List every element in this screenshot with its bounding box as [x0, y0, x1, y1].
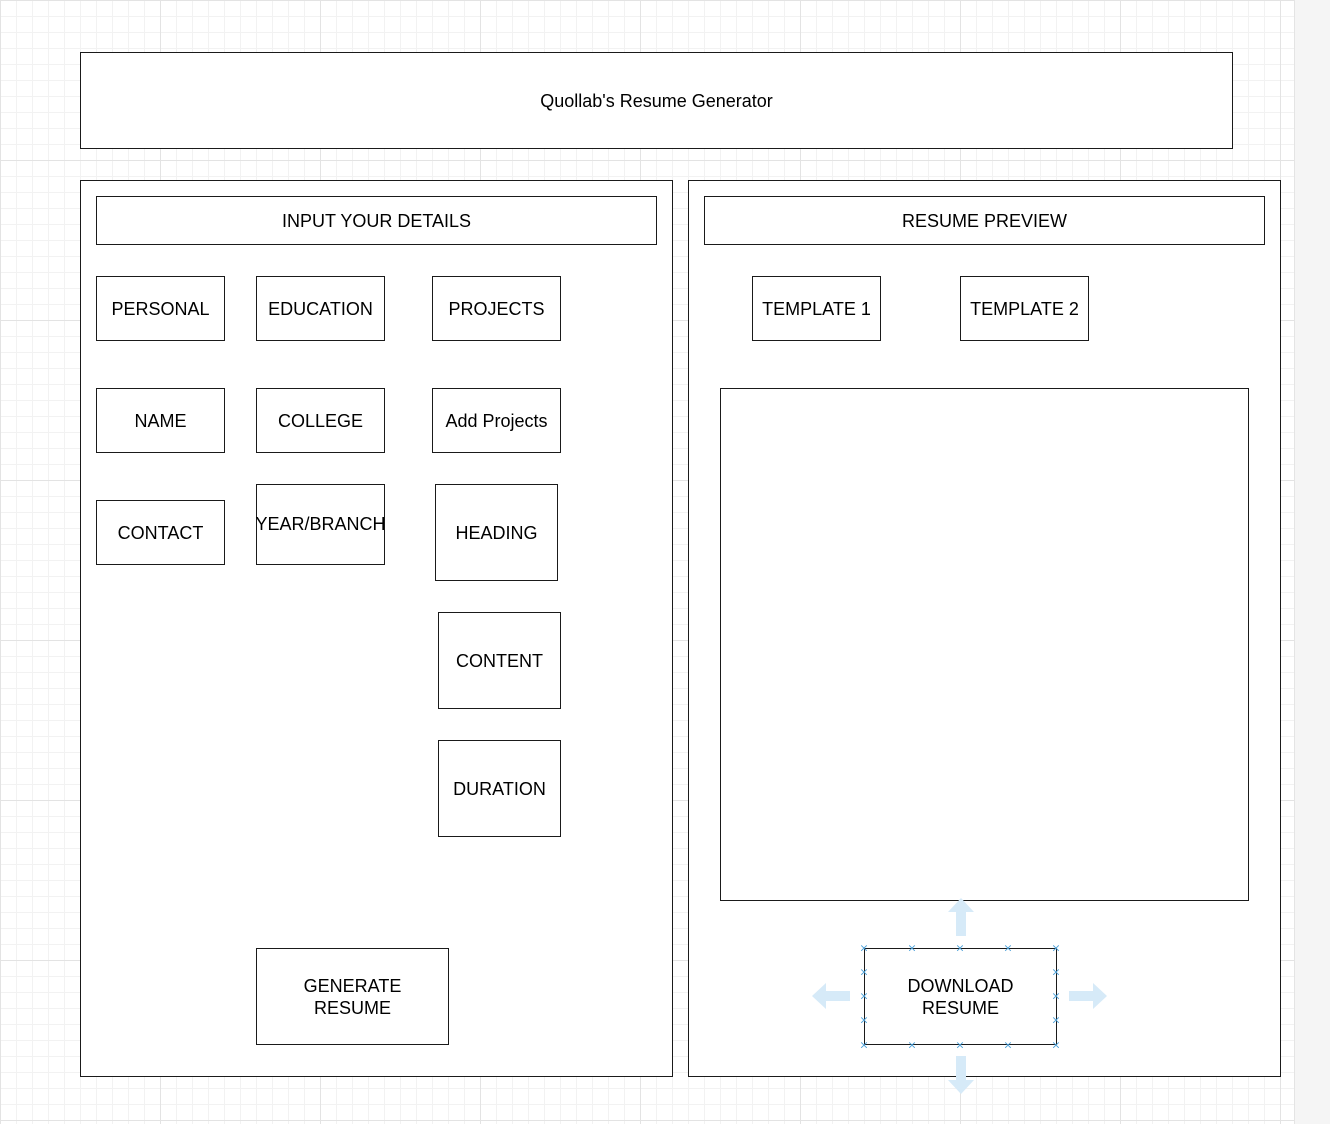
- app-title-box: Quollab's Resume Generator: [80, 52, 1233, 149]
- template-1-button[interactable]: TEMPLATE 1: [752, 276, 881, 341]
- arrow-down-icon[interactable]: [948, 1056, 974, 1094]
- x-mark-icon[interactable]: ×: [907, 941, 917, 955]
- template-2-label: TEMPLATE 2: [970, 298, 1079, 319]
- year-branch-field-label: YEAR/BRANCH: [255, 514, 386, 534]
- download-resume-label: DOWNLOAD RESUME: [907, 975, 1014, 1018]
- tab-personal[interactable]: PERSONAL: [96, 276, 225, 341]
- tab-projects-label: PROJECTS: [448, 298, 545, 319]
- tab-education[interactable]: EDUCATION: [256, 276, 385, 341]
- x-mark-icon[interactable]: ×: [1051, 1038, 1061, 1052]
- template-2-button[interactable]: TEMPLATE 2: [960, 276, 1089, 341]
- college-field[interactable]: COLLEGE: [256, 388, 385, 453]
- arrow-up-icon[interactable]: [948, 898, 974, 936]
- x-mark-icon[interactable]: ×: [859, 1013, 869, 1027]
- x-mark-icon[interactable]: ×: [1051, 965, 1061, 979]
- download-resume-button[interactable]: DOWNLOAD RESUME: [864, 948, 1057, 1045]
- preview-panel-heading: RESUME PREVIEW: [704, 196, 1265, 245]
- x-mark-icon[interactable]: ×: [1003, 941, 1013, 955]
- generate-resume-button[interactable]: GENERATE RESUME: [256, 948, 449, 1045]
- x-mark-icon[interactable]: ×: [955, 1038, 965, 1052]
- x-mark-icon[interactable]: ×: [859, 1038, 869, 1052]
- resume-preview-area: [720, 388, 1249, 901]
- name-field-label: NAME: [134, 410, 187, 431]
- canvas-scrollbar-strip[interactable]: [1294, 0, 1330, 1124]
- college-field-label: COLLEGE: [277, 410, 364, 431]
- tab-projects[interactable]: PROJECTS: [432, 276, 561, 341]
- project-duration-label: DURATION: [453, 778, 546, 799]
- year-branch-field[interactable]: YEAR/BRANCH: [255, 484, 386, 565]
- project-content-field[interactable]: CONTENT: [438, 612, 561, 709]
- project-heading-field[interactable]: HEADING: [435, 484, 558, 581]
- project-duration-field[interactable]: DURATION: [438, 740, 561, 837]
- project-content-label: CONTENT: [456, 650, 543, 671]
- x-mark-icon[interactable]: ×: [1051, 989, 1061, 1003]
- arrow-right-icon[interactable]: [1069, 983, 1107, 1009]
- input-panel-heading-label: INPUT YOUR DETAILS: [281, 210, 472, 231]
- x-mark-icon[interactable]: ×: [859, 989, 869, 1003]
- project-heading-label: HEADING: [455, 522, 538, 543]
- x-mark-icon[interactable]: ×: [1051, 1013, 1061, 1027]
- x-mark-icon[interactable]: ×: [1051, 941, 1061, 955]
- contact-field[interactable]: CONTACT: [96, 500, 225, 565]
- app-title: Quollab's Resume Generator: [540, 90, 773, 111]
- add-projects-button[interactable]: Add Projects: [432, 388, 561, 453]
- x-mark-icon[interactable]: ×: [1003, 1038, 1013, 1052]
- tab-personal-label: PERSONAL: [111, 298, 210, 319]
- template-1-label: TEMPLATE 1: [762, 298, 871, 319]
- arrow-left-icon[interactable]: [812, 983, 850, 1009]
- contact-field-label: CONTACT: [117, 522, 204, 543]
- x-mark-icon[interactable]: ×: [859, 965, 869, 979]
- preview-panel-heading-label: RESUME PREVIEW: [901, 210, 1068, 231]
- x-mark-icon[interactable]: ×: [955, 941, 965, 955]
- name-field[interactable]: NAME: [96, 388, 225, 453]
- add-projects-label: Add Projects: [445, 410, 548, 431]
- x-mark-icon[interactable]: ×: [859, 941, 869, 955]
- tab-education-label: EDUCATION: [268, 298, 373, 319]
- x-mark-icon[interactable]: ×: [907, 1038, 917, 1052]
- generate-resume-label: GENERATE RESUME: [303, 975, 402, 1018]
- input-panel-heading: INPUT YOUR DETAILS: [96, 196, 657, 245]
